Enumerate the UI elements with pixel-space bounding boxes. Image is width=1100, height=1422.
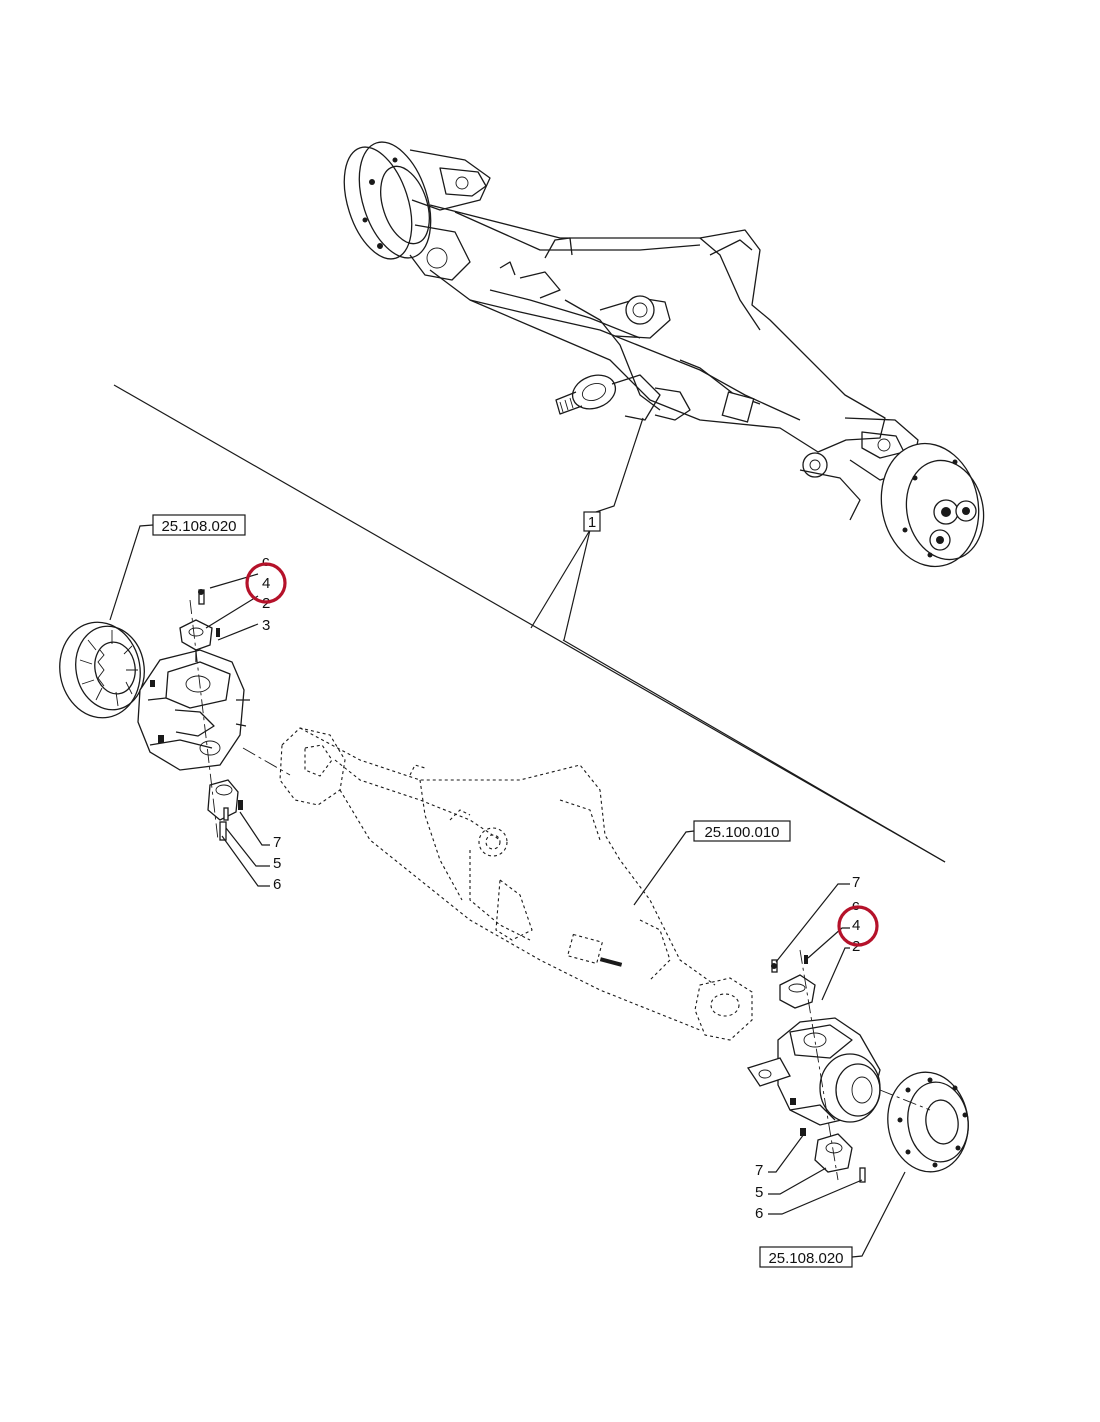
right-kingpin-centerline: [799, 949, 839, 1181]
callout-right-4: 4: [852, 917, 860, 934]
callout-left-6: 6: [273, 876, 281, 893]
svg-text:25.108.020: 25.108.020: [768, 1250, 843, 1267]
reference-box-right-hub[interactable]: 25.108.020: [759, 1246, 853, 1268]
left-upper-pin-parts: [179, 589, 220, 662]
callout-left-c: c: [262, 553, 270, 570]
callout-right-7-bottom: 7: [755, 1162, 763, 1179]
svg-text:25.100.010: 25.100.010: [704, 824, 779, 841]
left-item-labels: c 4 2 3 7 5 6: [262, 553, 281, 893]
assembled-axle-illustration: [343, 141, 985, 568]
reference-box-axle-beam[interactable]: 25.100.010: [693, 820, 791, 842]
right-steering-knuckle: [746, 1017, 881, 1126]
left-lower-pin-parts: [207, 779, 243, 841]
callout-right-5: 5: [755, 1184, 763, 1201]
right-hub-exploded: [887, 1071, 969, 1173]
callout-item-1: 1: [583, 511, 601, 532]
axle-beam-exploded: [279, 727, 753, 1041]
left-steering-knuckle: [137, 649, 250, 771]
callout-right-6: 6: [755, 1205, 763, 1222]
right-lower-pin-parts: [800, 1128, 866, 1183]
assembled-pinion-input: [555, 374, 661, 421]
section-divider-line: [113, 384, 946, 863]
svg-text:1: 1: [588, 514, 596, 531]
callout-right-7-top: 7: [852, 874, 860, 891]
left-kingpin-centerline: [189, 599, 219, 841]
assembled-left-hub: [343, 141, 491, 281]
callout-left-5: 5: [273, 855, 281, 872]
assembled-right-hub: [799, 417, 985, 568]
assembled-axle-beam: [429, 204, 886, 453]
callout-left-4: 4: [262, 575, 270, 592]
callout-left-3: 3: [262, 617, 270, 634]
callout-left-7: 7: [273, 834, 281, 851]
left-hub-exploded: [59, 621, 145, 719]
highlight-circle-right-4: [837, 905, 879, 947]
right-upper-pin-parts: [771, 955, 816, 1009]
svg-text:25.108.020: 25.108.020: [161, 518, 236, 535]
reference-box-left-hub[interactable]: 25.108.020: [152, 514, 246, 536]
highlight-circle-left-4: [245, 562, 287, 604]
